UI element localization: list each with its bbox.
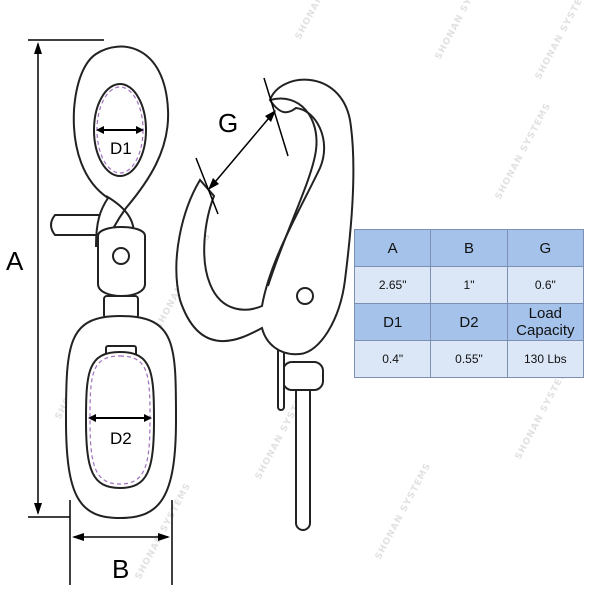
spec-value-row: 0.4"0.55"130 Lbs [353, 340, 585, 378]
watermark: SHONAN SYSTEMS [374, 461, 434, 561]
spec-cell: 0.55" [430, 340, 508, 378]
d2-dimension [88, 414, 152, 422]
d1-label: D1 [110, 139, 132, 158]
spec-cell: 1" [430, 266, 508, 304]
spec-cell: 2.65" [353, 266, 432, 304]
b-dimension [69, 500, 173, 585]
spec-cell: 0.6" [506, 266, 585, 304]
spec-cell: 130 Lbs [506, 340, 585, 378]
pivot-hole [112, 247, 130, 265]
side-hook-body [175, 78, 355, 356]
side-shank [295, 384, 311, 531]
spec-cell: B [430, 229, 508, 267]
side-gate [267, 97, 318, 287]
d2-hole-dashed [89, 355, 151, 485]
watermark: SHONAN SYSTEMS [294, 0, 354, 41]
d2-label: D2 [110, 429, 132, 448]
d1-dimension [96, 126, 144, 134]
a-dimension [28, 39, 104, 518]
a-label: A [6, 246, 24, 276]
spec-cell: D1 [353, 303, 432, 341]
g-dimension [195, 77, 289, 215]
swivel-neck [103, 295, 139, 319]
side-tab [50, 214, 101, 236]
side-view [175, 78, 355, 531]
d2-hole [84, 350, 156, 490]
side-pivot [296, 287, 314, 305]
watermark: SHONAN SYSTEMS [494, 101, 554, 201]
watermark: SHONAN SYSTEMS [534, 0, 594, 81]
g-label: G [218, 108, 238, 138]
spec-cell: D2 [430, 303, 508, 341]
b-label: B [112, 554, 129, 584]
watermark: SHONAN SYSTEMS [434, 0, 494, 61]
spec-cell: 0.4" [353, 340, 432, 378]
spec-cell: Load Capacity [506, 303, 585, 341]
side-collar [282, 361, 324, 391]
spec-cell: A [353, 229, 432, 267]
spec-value-row: 2.65"1"0.6" [353, 266, 585, 304]
spec-cell: G [506, 229, 585, 267]
